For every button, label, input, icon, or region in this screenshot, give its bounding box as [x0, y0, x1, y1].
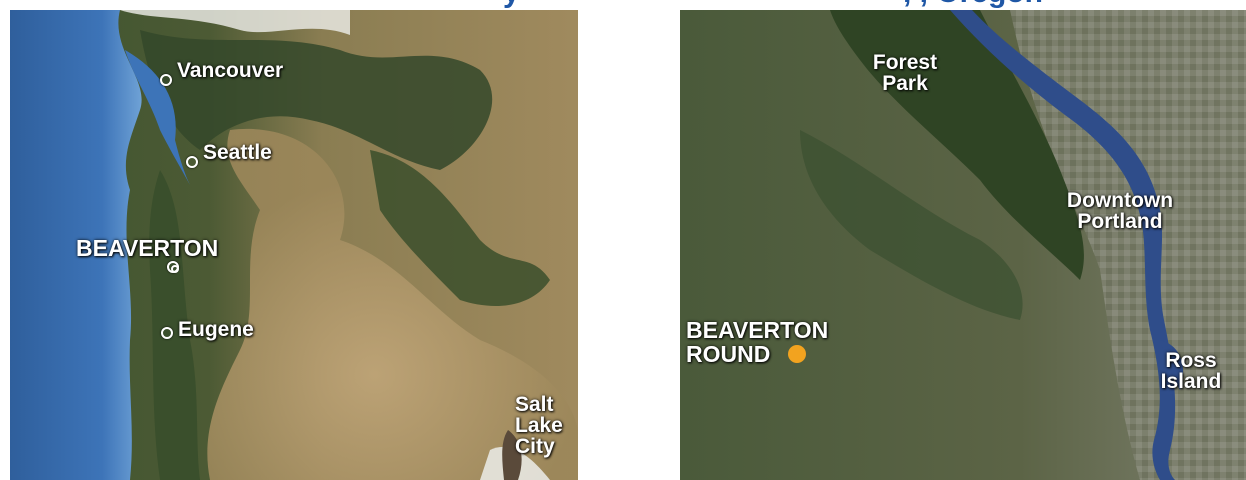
location-dot-icon[interactable]: [788, 345, 806, 363]
label-downtown-portland[interactable]: Downtown Portland: [1066, 189, 1174, 233]
label-eugene[interactable]: Eugene: [178, 318, 254, 341]
label-forest-park[interactable]: Forest Park: [872, 51, 938, 95]
metro-satellite-image: [680, 10, 1246, 480]
label-salt-lake-city[interactable]: Salt Lake City: [515, 393, 563, 458]
label-seattle[interactable]: Seattle: [203, 141, 272, 164]
vancouver-marker-icon[interactable]: [160, 74, 172, 86]
panel-divider: [578, 0, 680, 480]
heading-fragment-right: , , Oregon: [903, 0, 1043, 8]
label-beaverton[interactable]: BEAVERTON: [76, 235, 219, 261]
regional-map[interactable]: Vancouver Seattle BEAVERTON Eugene Salt …: [10, 10, 578, 480]
regional-satellite-image: [10, 10, 578, 480]
label-ross-island[interactable]: Ross Island: [1160, 349, 1222, 393]
label-vancouver[interactable]: Vancouver: [177, 59, 284, 82]
beaverton-marker-icon[interactable]: [167, 261, 179, 273]
heading-fragment-left: y: [503, 0, 520, 8]
metro-map[interactable]: Forest Park Downtown Portland BEAVERTON …: [680, 10, 1246, 480]
seattle-marker-icon[interactable]: [186, 156, 198, 168]
label-beaverton-round[interactable]: BEAVERTON ROUND: [686, 317, 829, 367]
eugene-marker-icon[interactable]: [161, 327, 173, 339]
